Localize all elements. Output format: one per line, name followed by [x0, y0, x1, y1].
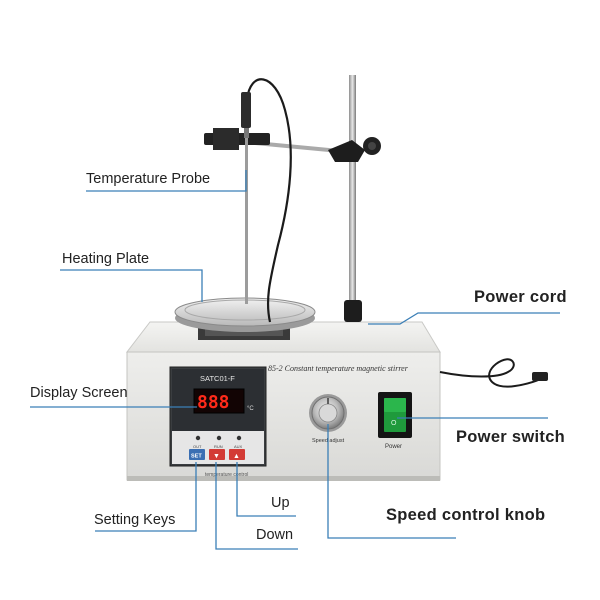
leader-power-cord: [368, 312, 560, 325]
callout-display-screen: Display Screen: [30, 385, 128, 401]
indicator-label-aux: AUX: [234, 444, 243, 449]
leader-temperature-probe: [86, 170, 247, 192]
down-key[interactable]: [209, 449, 225, 460]
support-stand: [204, 75, 381, 322]
controller-label: SATC01-F: [200, 374, 235, 383]
indicator-led-run: [216, 435, 222, 441]
set-key[interactable]: [189, 449, 205, 460]
controller-footer: temperature control: [205, 472, 248, 478]
callout-down: Down: [256, 527, 294, 543]
temperature-controller: SATC01-F 888 °C OUT RUN AUX SET ▼ ▲: [169, 366, 267, 467]
switch-mark: O: [391, 420, 397, 427]
display-unit: °C: [247, 406, 254, 412]
leader-speed-knob: [327, 424, 456, 539]
callout-setting-keys: Setting Keys: [94, 512, 176, 528]
up-key-label: ▲: [233, 453, 240, 460]
callout-speed-control-knob: Speed control knob: [386, 506, 546, 524]
callout-up: Up: [271, 495, 290, 511]
leader-heating-plate: [60, 269, 203, 302]
leader-lines: [30, 170, 560, 550]
down-key-label: ▼: [213, 453, 220, 460]
indicator-label-out: OUT: [193, 444, 202, 449]
power-switch[interactable]: [378, 392, 412, 438]
indicator-label-run: RUN: [214, 444, 223, 449]
up-key[interactable]: [229, 449, 245, 460]
indicator-led-out: [195, 435, 201, 441]
callout-power-cord: Power cord: [474, 288, 567, 306]
indicator-led-aux: [236, 435, 242, 441]
display-reading: 888: [197, 392, 230, 413]
heating-plate: [174, 297, 316, 340]
switch-label: Power: [385, 444, 402, 450]
temperature-probe: [241, 78, 292, 323]
leader-down: [215, 462, 298, 550]
callout-temperature-probe: Temperature Probe: [86, 171, 211, 187]
leader-setting-keys: [95, 462, 197, 532]
callout-heating-plate: Heating Plate: [62, 251, 150, 267]
set-key-label: SET: [191, 454, 202, 460]
callout-power-switch: Power switch: [456, 428, 566, 446]
power-cord: [439, 358, 548, 388]
leader-up: [236, 462, 296, 517]
speed-control-knob[interactable]: [309, 394, 347, 432]
model-label: 85-2 Constant temperature magnetic stirr…: [268, 364, 409, 373]
display-screen: [193, 388, 245, 414]
